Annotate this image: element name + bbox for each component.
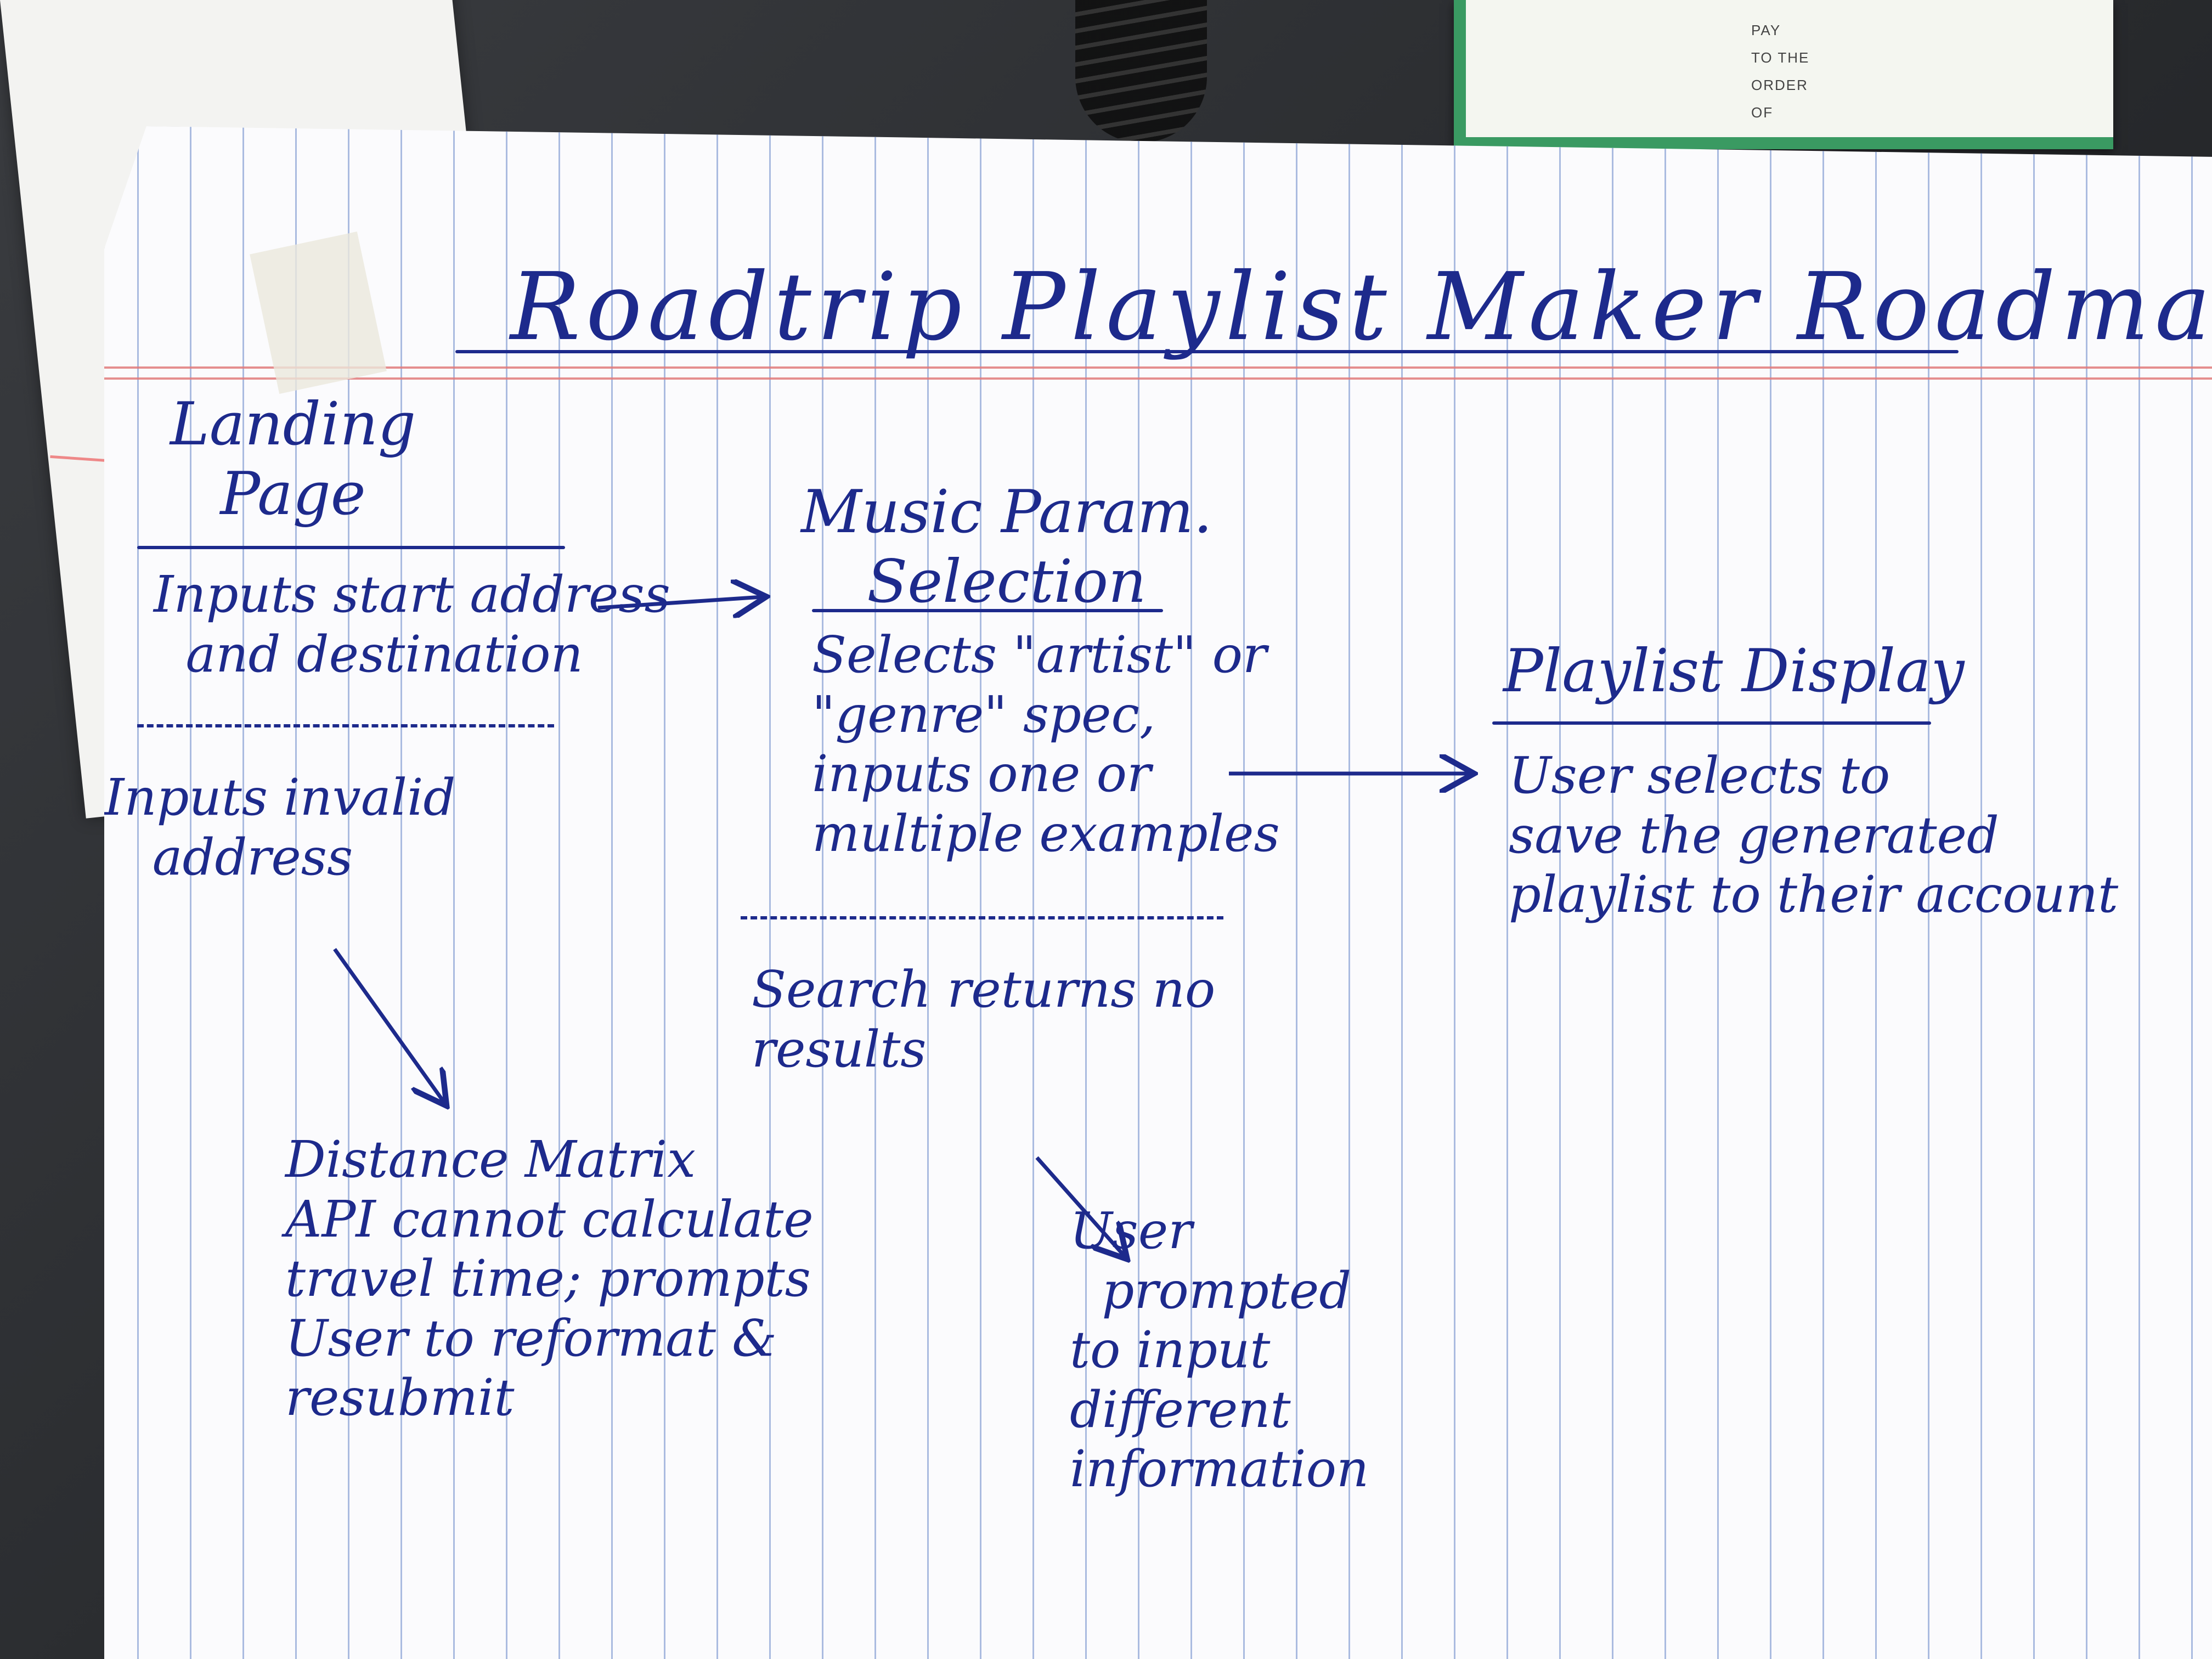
check-order-text: ORDER (1751, 77, 1808, 93)
diagram-title: Roadtrip Playlist Maker Roadmap (510, 253, 2212, 362)
ruled-line (822, 126, 823, 1659)
landing-page-error-case: Inputs invalid address (104, 768, 456, 887)
red-margin-line-1 (104, 366, 2212, 369)
ruled-line (1612, 126, 1613, 1659)
ruled-line (927, 126, 929, 1659)
music-param-divider (741, 916, 1223, 919)
landing-page-error-result: Distance Matrix API cannot calculate tra… (285, 1130, 814, 1427)
landing-page-divider (137, 724, 554, 727)
music-param-error-case: Search returns no results (752, 960, 1216, 1079)
check-stub: PAY TO THE ORDER OF (1454, 0, 2113, 149)
ruled-line (1138, 126, 1139, 1659)
ruled-line (137, 126, 139, 1659)
playlist-display-underline (1492, 721, 1931, 725)
check-to-the-text: TO THE (1751, 49, 1810, 66)
ruled-line (1559, 126, 1561, 1659)
ruled-line (664, 126, 665, 1659)
ruled-line (1822, 126, 1824, 1659)
ruled-line (190, 126, 191, 1659)
ruled-line (1928, 126, 1929, 1659)
ruled-line (716, 126, 718, 1659)
landing-page-heading: Landing Page (170, 390, 416, 529)
ruled-line (874, 126, 876, 1659)
ruled-line (453, 126, 455, 1659)
ruled-line (611, 126, 613, 1659)
flow-arrows (333, 126, 2212, 1659)
ruled-line (1980, 126, 1982, 1659)
ruled-line (1770, 126, 1771, 1659)
landing-page-happy-path: Inputs start address and destination (154, 565, 670, 684)
phone-cord (1075, 0, 1207, 143)
ruled-line (1190, 126, 1192, 1659)
ruled-line (2033, 126, 2035, 1659)
notebook-sheet: Roadtrip Playlist Maker Roadmap Landing … (104, 126, 2212, 1659)
ruled-line (1664, 126, 1666, 1659)
landing-page-underline (137, 546, 565, 549)
title-underline (455, 350, 1959, 353)
ruled-line (295, 126, 297, 1659)
playlist-display-happy-path: User selects to save the generated playl… (1509, 746, 2119, 924)
playlist-display-heading: Playlist Display (1503, 637, 1965, 706)
music-param-happy-path: Selects "artist" or "genre" spec, inputs… (812, 625, 1280, 863)
check-pay-text: PAY (1751, 22, 1781, 38)
ruled-line (400, 126, 402, 1659)
ruled-line (348, 126, 349, 1659)
ruled-line (980, 126, 981, 1659)
ruled-line (1506, 126, 1508, 1659)
arrow-landing-to-music (597, 597, 763, 608)
ruled-line (2191, 126, 2193, 1659)
ruled-line (2086, 126, 2087, 1659)
music-param-heading: Music Param. Selection (801, 478, 1212, 617)
check-of-text: OF (1751, 104, 1774, 121)
arrow-music-error (1035, 1156, 1125, 1256)
ruled-line (1875, 126, 1877, 1659)
ruled-line (2138, 126, 2140, 1659)
music-param-underline (812, 609, 1163, 612)
ruled-line (1401, 126, 1403, 1659)
ruled-line (242, 126, 244, 1659)
red-margin-line-2 (104, 377, 2212, 380)
arrow-landing-error (333, 947, 444, 1103)
ruled-line (558, 126, 560, 1659)
ruled-line (1717, 126, 1719, 1659)
ruled-line (506, 126, 507, 1659)
ruled-line (769, 126, 771, 1659)
ruled-line (1243, 126, 1245, 1659)
ruled-line (1032, 126, 1034, 1659)
ruled-line (1454, 126, 1455, 1659)
ruled-line (1296, 126, 1297, 1659)
ruled-line (1348, 126, 1350, 1659)
ruled-line (1085, 126, 1087, 1659)
